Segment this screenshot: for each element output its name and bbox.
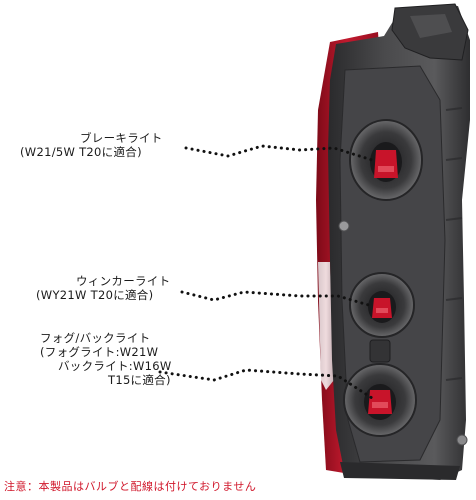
brake-leader-line [184, 144, 374, 162]
turn-bulb-icon [349, 272, 415, 338]
clear-lens-section [318, 262, 334, 390]
turn-signal-bulb-spec: (WY21W T20に適合) [36, 288, 154, 302]
notice-text: 注意：本製品はバルブと配線は付けておりません [4, 480, 257, 493]
brake-light-bulb-spec: (W21/5W T20に適合) [20, 145, 142, 159]
fog-leader-line [158, 368, 374, 400]
fog-back-title: フォグ/バックライト [40, 331, 151, 345]
turn-leader-line [180, 290, 374, 308]
mount-bolt [338, 220, 350, 232]
brake-bulb-icon [349, 119, 423, 201]
back-socket-spec: T15に適合) [108, 373, 171, 387]
brake-light-title: ブレーキライト [80, 131, 163, 145]
fog-back-bulb-icon [343, 363, 417, 437]
back-bulb-spec: バックライト:W16W [58, 359, 172, 373]
wire-connector [369, 339, 391, 363]
turn-signal-title: ウィンカーライト [76, 274, 171, 288]
fog-back-light-label: フォグ/バックライト (フォグライト:W21W バックライト:W16W T15に… [40, 331, 172, 387]
fog-bulb-spec: (フォグライト:W21W [40, 345, 159, 359]
brake-light-label: ブレーキライト (W21/5W T20に適合) [20, 131, 163, 159]
turn-signal-label: ウィンカーライト (WY21W T20に適合) [36, 274, 171, 302]
